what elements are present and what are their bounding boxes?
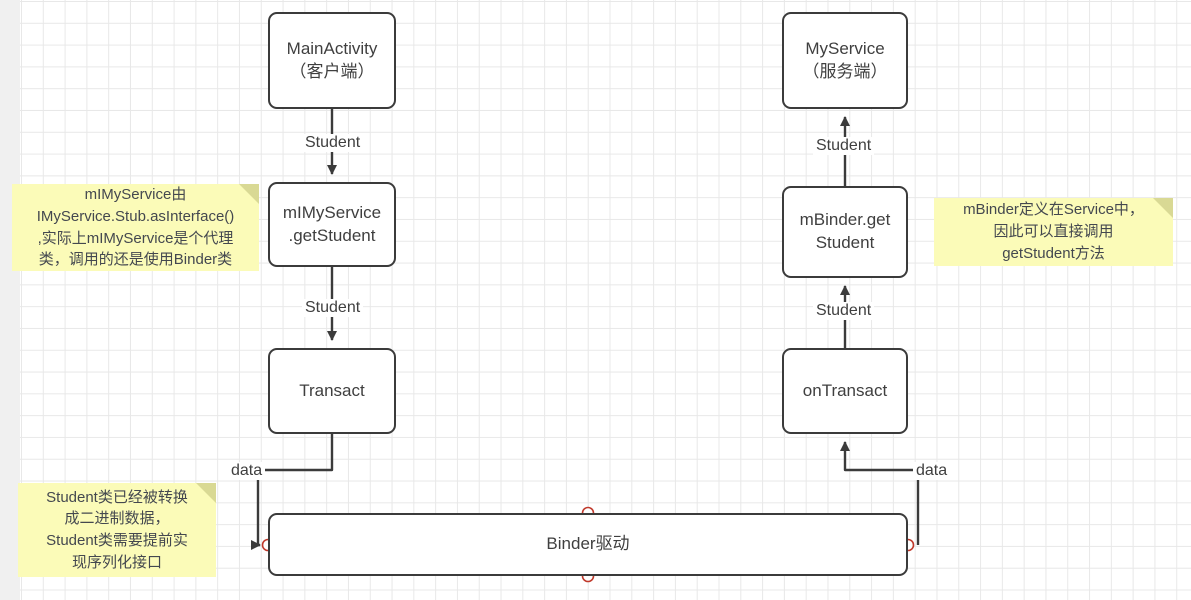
node-mimyservice-getstudent[interactable]: mIMyService .getStudent: [268, 182, 396, 267]
note-fold-icon: [239, 184, 259, 204]
edge-label-data-right: data: [913, 462, 951, 480]
note-mimyservice[interactable]: mIMyService由 IMyService.Stub.asInterface…: [12, 184, 259, 271]
left-gutter: [0, 0, 20, 600]
edge-label-student-4: Student: [813, 302, 875, 320]
node-mbinder-getstudent[interactable]: mBinder.get Student: [782, 186, 908, 278]
node-my-service[interactable]: MyService （服务端）: [782, 12, 908, 109]
node-transact[interactable]: Transact: [268, 348, 396, 434]
node-ontransact[interactable]: onTransact: [782, 348, 908, 434]
note-mbinder[interactable]: mBinder定义在Service中， 因此可以直接调用 getStudent方…: [934, 198, 1173, 266]
note-mimyservice-text: mIMyService由 IMyService.Stub.asInterface…: [36, 186, 235, 269]
note-student-serialize[interactable]: Student类已经被转换 成二进制数据， Student类需要提前实 现序列化…: [18, 483, 216, 577]
note-fold-icon: [196, 483, 216, 503]
edge-label-student-1: Student: [302, 134, 364, 152]
note-fold-icon: [1153, 198, 1173, 218]
node-binder-driver[interactable]: Binder驱动: [268, 513, 908, 576]
edge-label-data-left: data: [228, 462, 266, 480]
edge-label-student-3: Student: [813, 137, 875, 155]
note-student-serialize-text: Student类已经被转换 成二进制数据， Student类需要提前实 现序列化…: [46, 488, 188, 571]
note-mbinder-text: mBinder定义在Service中， 因此可以直接调用 getStudent方…: [963, 201, 1144, 262]
edge-label-student-2: Student: [302, 299, 364, 317]
edge-binder-to-ontransact: [840, 441, 920, 545]
node-main-activity[interactable]: MainActivity （客户端）: [268, 12, 396, 109]
